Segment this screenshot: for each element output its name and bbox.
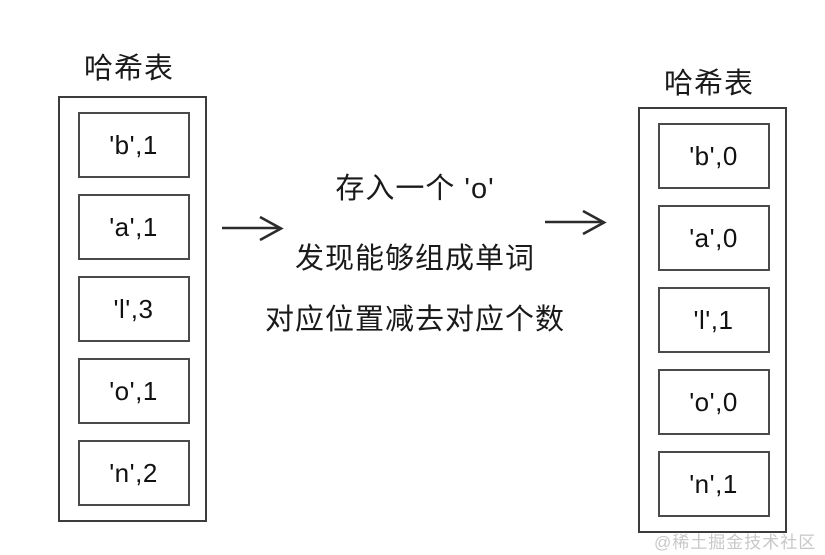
arrow-right-icon (543, 204, 609, 249)
left-hash-table: 'b',1 'a',1 'l',3 'o',1 'n',2 (58, 96, 207, 522)
watermark: @稀土掘金技术社区 (654, 533, 817, 552)
right-hash-cell-0: 'b',0 (657, 123, 770, 189)
left-hash-cell-1: 'a',1 (77, 194, 190, 260)
right-hash-cell-4: 'n',1 (657, 451, 770, 517)
right-hash-cell-2: 'l',1 (657, 287, 770, 353)
annotation-line-2: 发现能够组成单词 (294, 243, 535, 275)
arrow-right-icon (220, 210, 286, 255)
annotation-line-3: 对应位置减去对应个数 (264, 304, 565, 336)
right-hash-cell-3: 'o',0 (657, 369, 770, 435)
left-hash-table-title: 哈希表 (84, 53, 175, 85)
right-hash-table-title: 哈希表 (664, 68, 755, 100)
left-hash-cell-4: 'n',2 (77, 440, 190, 506)
left-hash-cell-3: 'o',1 (77, 358, 190, 424)
annotation-line-1: 存入一个 'o' (335, 173, 495, 205)
left-hash-cell-2: 'l',3 (77, 276, 190, 342)
left-hash-cell-0: 'b',1 (77, 112, 190, 178)
right-hash-table: 'b',0 'a',0 'l',1 'o',0 'n',1 (638, 107, 787, 533)
right-hash-cell-1: 'a',0 (657, 205, 770, 271)
